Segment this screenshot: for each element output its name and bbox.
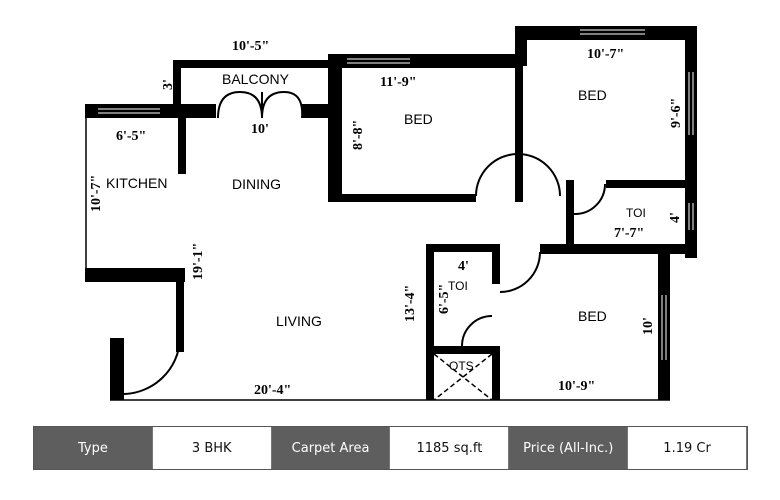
dim-kitchen-depth: 10'-7" [89,175,104,212]
wall [180,104,216,118]
label-living: LIVING [276,313,322,329]
dim-bed1-width: 11'-9" [380,75,417,90]
wall [492,244,500,284]
dim-bed1-depth: 8'-8" [351,120,366,150]
wall [328,54,342,202]
price-value: 1.19 Cr [627,427,747,469]
label-ots: OTS [449,359,474,373]
wall [178,104,186,174]
door-icons [123,90,606,395]
wall [85,268,185,282]
type-value: 3 BHK [151,427,272,469]
walls [85,26,697,400]
dim-kitchen-width: 6'-5" [116,129,146,144]
window-icons [98,29,694,360]
label-bed1: BED [404,111,433,127]
wall [492,346,500,400]
wall [328,54,518,68]
dim-toi1-width: 7'-7" [614,226,644,241]
wall [426,346,500,354]
wall [426,244,434,400]
wall [110,338,124,400]
dim-bed2-width: 10'-7" [587,47,624,62]
carpet-area-value: 1185 sq.ft [389,427,510,469]
wall [85,104,180,118]
wall [328,194,476,202]
dim-toi2-depth: 6'-5" [437,284,452,314]
label-toi2: TOI [448,279,468,293]
dim-toi2-block: 13'-4" [403,285,418,322]
wall [515,26,697,40]
dim-dining-depth: 19'-1" [191,243,206,280]
unit-info-table: Type 3 BHK Carpet Area 1185 sq.ft Price … [33,426,748,470]
dim-balcony-depth: 3' [161,79,176,90]
carpet-area-label: Carpet Area [271,427,390,469]
wall [685,26,697,258]
dim-bed2-depth: 9'-6" [669,98,684,128]
floor-plan: BALCONY BED BED BED KITCHEN DINING LIVIN… [85,26,697,401]
wall [566,180,574,246]
dim-living-width: 20'-4" [254,383,291,398]
label-bed3: BED [578,308,607,324]
wall [515,60,523,202]
dim-balcony-door: 10' [251,122,269,137]
wall [426,244,500,252]
wall [658,250,670,400]
label-kitchen: KITCHEN [106,175,167,191]
wall [606,180,691,188]
label-toi1: TOI [626,206,646,220]
dim-bed3-width: 10'-9" [558,379,595,394]
wall [302,104,334,118]
label-dining: DINING [232,176,281,192]
wall [173,60,333,68]
label-balcony: BALCONY [222,71,290,87]
wall [515,26,527,66]
label-bed2: BED [578,87,607,103]
dim-balcony-width: 10'-5" [232,39,269,54]
dim-bed3-depth: 10' [641,317,656,335]
ots-cross-icon [433,353,493,401]
type-label: Type [34,427,152,469]
dim-toi2-width: 4' [458,259,469,274]
price-label: Price (All-Inc.) [509,427,628,469]
wall [540,244,697,254]
dim-toi1-depth: 4' [668,212,683,223]
wall [176,268,184,352]
wall [173,60,181,118]
